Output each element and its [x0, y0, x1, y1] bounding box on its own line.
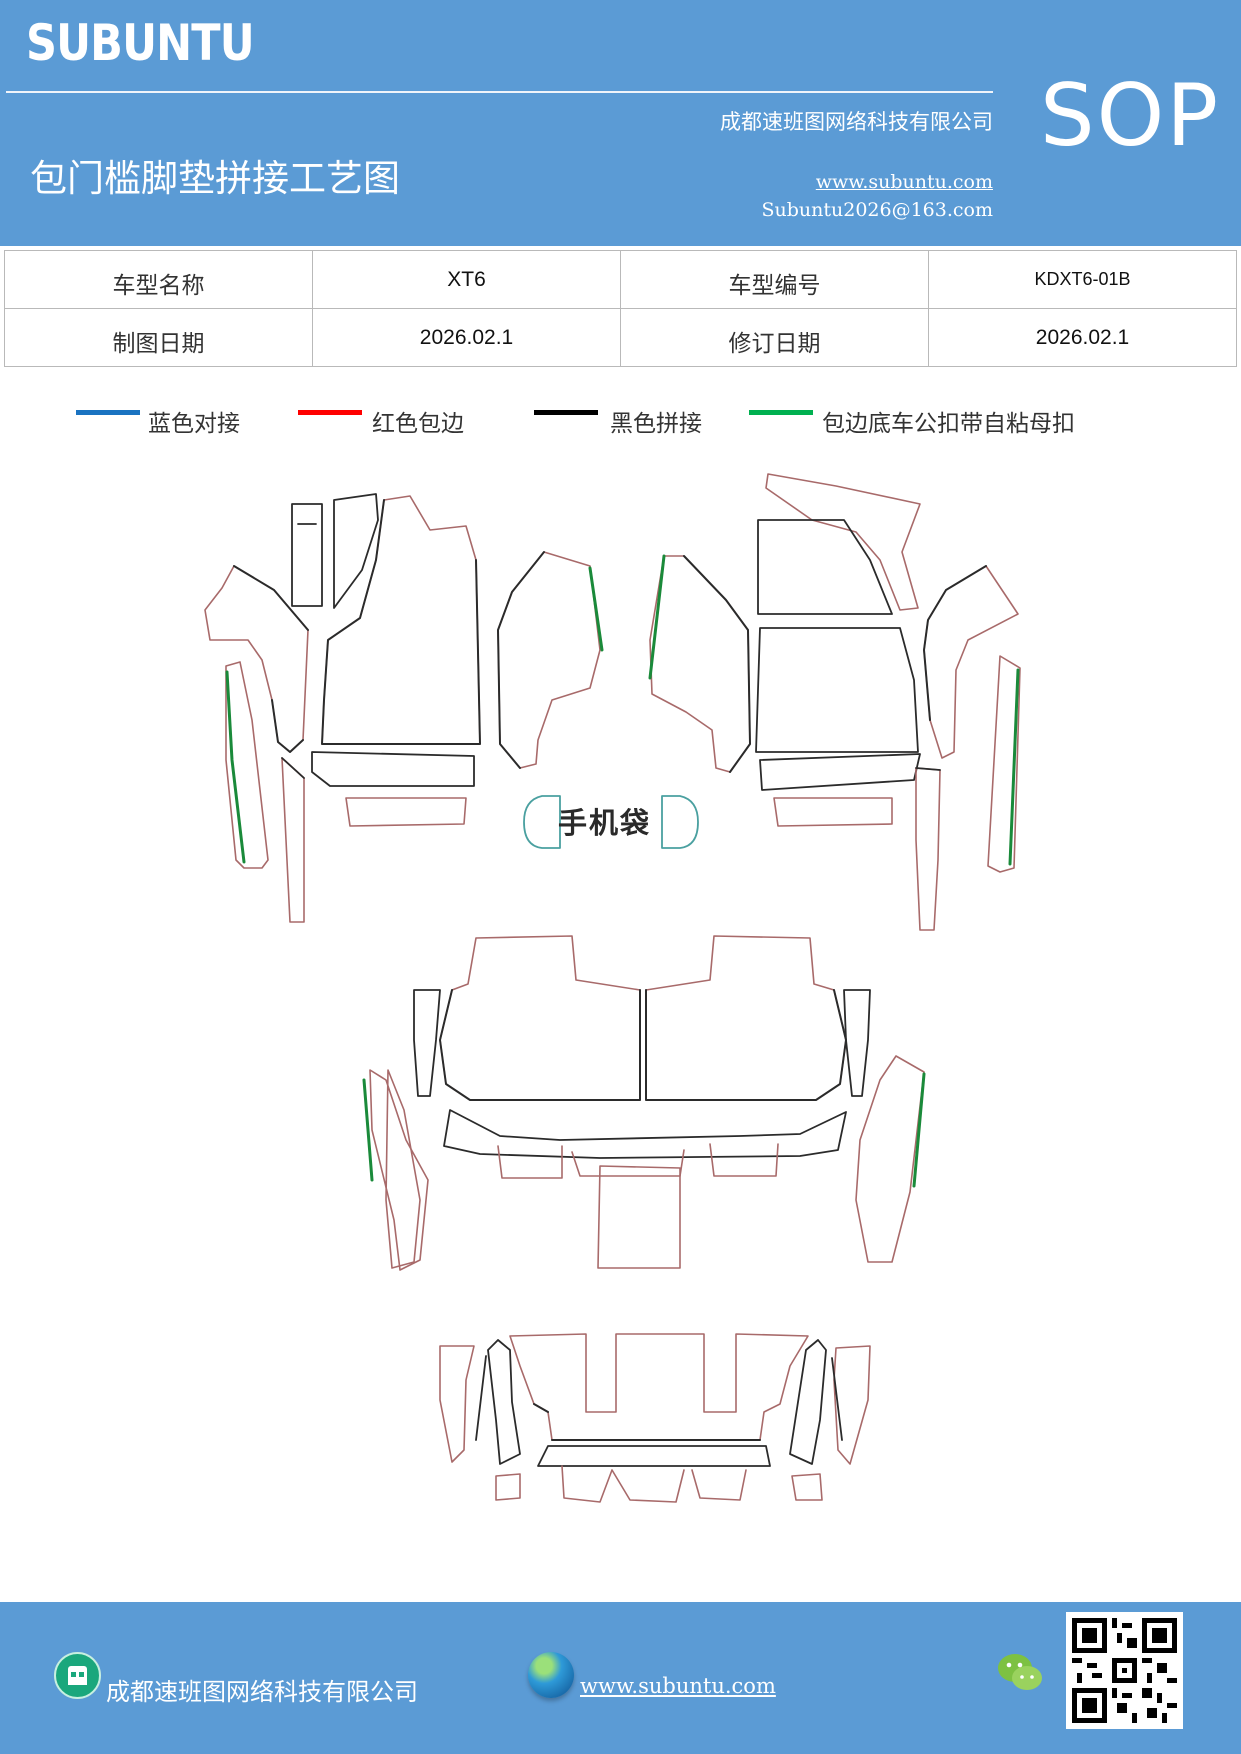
globe-icon	[528, 1652, 574, 1698]
header-divider	[6, 91, 993, 93]
rear-left-outer-strip	[439, 1345, 475, 1463]
sop-badge: SOP	[1040, 66, 1221, 166]
qr-code	[1066, 1612, 1183, 1729]
front-right-rocker	[915, 767, 941, 931]
front-right-long-strip	[987, 655, 1021, 873]
front-center-right-green-edge	[648, 554, 666, 680]
legend-swatch-blue	[76, 410, 140, 415]
front-left-green-edge	[225, 670, 246, 864]
mat-splicing-diagram	[204, 473, 1021, 1503]
middle-bottom-tabs	[497, 1143, 779, 1179]
front-right-side-piece	[923, 565, 1019, 759]
middle-left-green-edge	[362, 1078, 374, 1182]
phone-pocket-right-tab	[661, 795, 699, 849]
middle-row-mat-group	[362, 935, 926, 1271]
front-right-top-piece	[765, 473, 921, 611]
front-left-small-bar	[345, 797, 467, 827]
rear-right-inner-strip	[789, 1339, 843, 1465]
header-website-link[interactable]: www.subuntu.com	[815, 171, 993, 193]
middle-left-rocker	[385, 1069, 421, 1269]
middle-bottom-panel	[597, 1165, 681, 1269]
rear-left-inner-strip	[475, 1339, 521, 1465]
legend-label: 黑色拼接	[610, 411, 702, 437]
front-center-left-piece	[497, 551, 601, 769]
front-left-mat-group	[204, 493, 604, 923]
middle-right-side-strip	[843, 989, 871, 1097]
middle-right-green-edge	[912, 1072, 926, 1188]
footer-website-link[interactable]: www.subuntu.com	[580, 1674, 776, 1698]
front-left-connector	[311, 751, 475, 787]
rear-right-outer-strip	[833, 1345, 871, 1465]
front-center-right-piece	[649, 555, 751, 773]
building-icon	[54, 1652, 101, 1699]
front-right-small-bar	[773, 797, 893, 827]
front-left-rocker	[281, 757, 305, 923]
front-left-main-mat	[321, 495, 481, 745]
phone-pocket-label: 手机袋	[558, 806, 652, 840]
front-left-narrow-piece	[333, 493, 379, 609]
front-left-main-seam	[321, 499, 481, 745]
rear-connector	[537, 1445, 771, 1467]
brand-logo: SUBUNTU	[26, 14, 255, 72]
label-drawing-date: 制图日期	[4, 308, 313, 367]
label-revision-date: 修订日期	[620, 308, 929, 367]
front-right-lower-panel	[755, 627, 919, 753]
table-row: 车型名称 XT6 车型编号 KDXT6-01B	[4, 250, 1237, 309]
footer-company: 成都速班图网络科技有限公司	[106, 1678, 418, 1706]
middle-right-seat-mat	[645, 935, 847, 1101]
value-revision-date: 2026.02.1	[928, 308, 1237, 367]
wechat-icon	[998, 1654, 1042, 1690]
legend-label: 红色包边	[372, 411, 464, 437]
front-right-upper-panel	[757, 519, 893, 615]
rear-center-mat	[509, 1333, 809, 1441]
middle-connector	[443, 1109, 847, 1159]
header-email: Subuntu2026@163.com	[761, 199, 993, 221]
middle-right-outer-strip	[855, 1055, 925, 1263]
legend-label: 包边底车公扣带自粘母扣	[822, 411, 1075, 437]
front-right-mat-group	[648, 473, 1021, 931]
front-left-narrow-piece	[291, 503, 323, 607]
vehicle-info-table: 车型名称 XT6 车型编号 KDXT6-01B 制图日期 2026.02.1 修…	[4, 250, 1237, 367]
front-center-right-seam	[683, 555, 751, 773]
phone-pocket	[523, 795, 699, 849]
label-model-code: 车型编号	[620, 250, 929, 309]
front-left-side-seam	[233, 565, 309, 753]
phone-pocket-left-tab	[523, 795, 561, 849]
middle-left-seat-mat	[439, 935, 641, 1101]
front-center-left-green-edge	[588, 566, 604, 652]
rear-left-small-piece	[495, 1473, 521, 1501]
middle-left-outer-strip	[369, 1069, 429, 1271]
header-company: 成都速班图网络科技有限公司	[720, 110, 993, 134]
color-legend: 蓝色对接 红色包边 黑色拼接 包边底车公扣带自粘母扣	[0, 400, 1241, 440]
rear-bottom-tabs	[561, 1465, 747, 1503]
rear-right-small-piece	[791, 1473, 823, 1501]
front-right-green-edge	[1008, 668, 1020, 866]
page-footer: 成都速班图网络科技有限公司 www.subuntu.com	[0, 1602, 1241, 1754]
rear-row-mat-group	[439, 1333, 871, 1503]
table-row: 制图日期 2026.02.1 修订日期 2026.02.1	[4, 308, 1237, 367]
front-left-long-strip	[225, 661, 269, 869]
rear-center-seam	[533, 1403, 761, 1441]
front-center-left-seam	[497, 551, 545, 769]
legend-label: 蓝色对接	[148, 411, 240, 437]
page-header: SUBUNTU 成都速班图网络科技有限公司 包门槛脚垫拼接工艺图 www.sub…	[0, 0, 1241, 246]
label-model-name: 车型名称	[4, 250, 313, 309]
legend-swatch-black	[534, 410, 598, 415]
value-drawing-date: 2026.02.1	[312, 308, 621, 367]
front-right-connector	[759, 753, 921, 791]
document-title: 包门槛脚垫拼接工艺图	[30, 157, 400, 200]
value-model-code: KDXT6-01B	[928, 250, 1237, 309]
legend-swatch-red	[298, 410, 362, 415]
middle-left-side-strip	[413, 989, 441, 1097]
value-model-name: XT6	[312, 250, 621, 309]
legend-swatch-green	[749, 410, 813, 415]
